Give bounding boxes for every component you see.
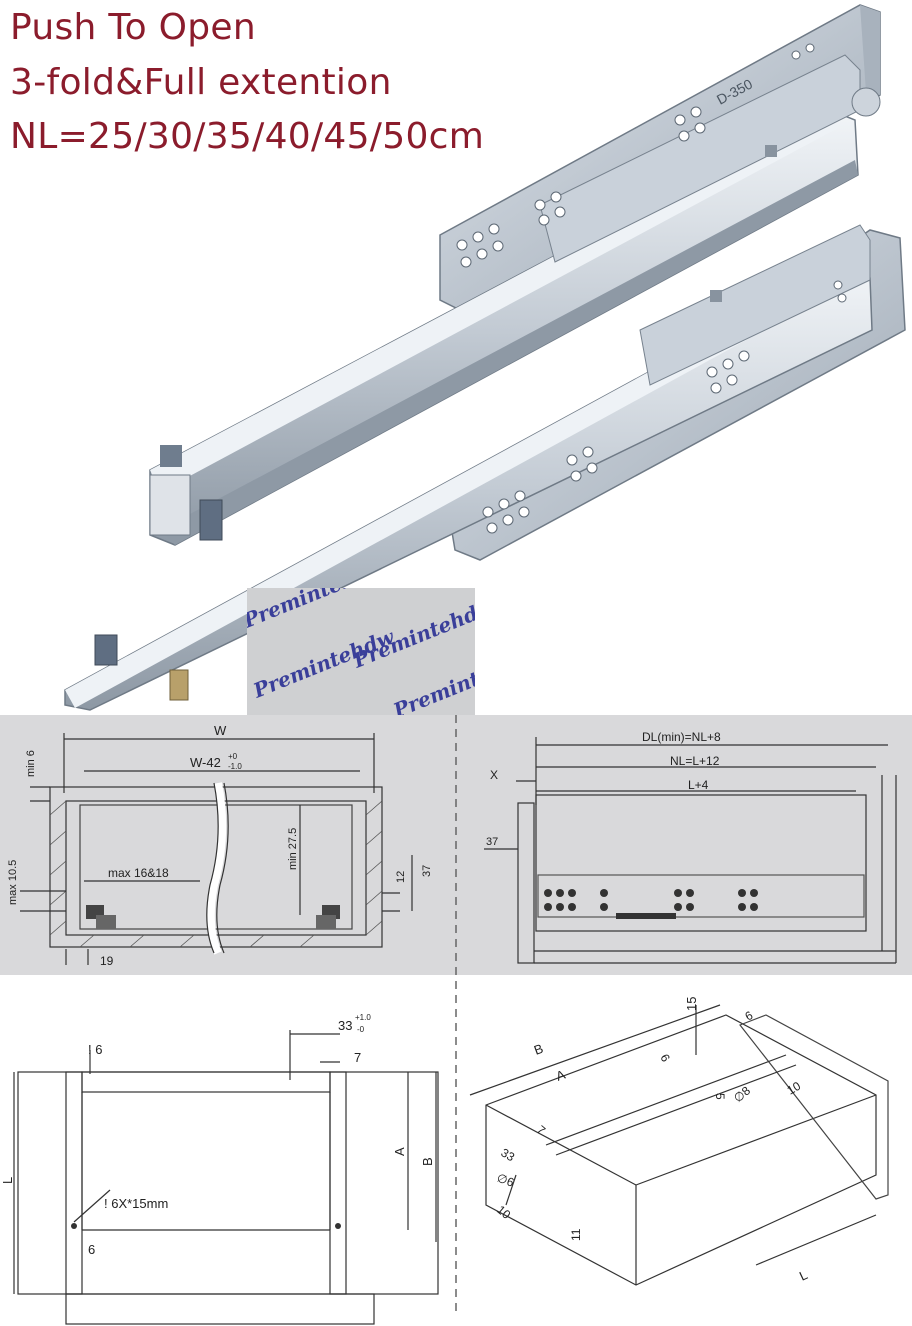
dim-33-tol-upper: +1.0 [355,1013,371,1022]
watermark-sticker: Premintehdw Premintehdw Premintehdw Prem… [239,554,538,723]
dim-x: X [490,768,498,782]
dim-6-bottom: 6 [88,1242,95,1257]
dim-w42: W-42 [190,755,221,770]
dim-a: A [392,1147,407,1156]
dim-37-side: 37 [486,836,498,848]
dim-7: 7 [354,1050,361,1065]
title-push-to-open: Push To Open [10,7,257,48]
dim-iso-10a: 10 [785,1079,804,1098]
dim-min6: min 6 [25,750,37,777]
dim-b: B [420,1157,435,1166]
dim-min275: min 27.5 [287,828,299,870]
dim-l4: L+4 [688,778,709,792]
dim-iso-d8: ∅8 [731,1083,753,1105]
dim-l: L [0,1177,15,1184]
dim-15: 15 [684,997,699,1011]
dim-33: 33 [338,1018,352,1033]
dim-19: 19 [100,954,114,968]
isometric-drawing: 15 B A 6 6 5 ∅8 10 7 33 ∅6 10 11 L [469,997,889,1286]
dim-dl: DL(min)=NL+8 [642,730,721,744]
dim-iso-l: L [797,1267,810,1284]
dim-iso-7: 7 [534,1123,548,1138]
bottom-view-drawing: ! 6 33 +1.0 -0 7 A B L ! 6X*15mm 6 [0,1013,439,1325]
title-nominal-lengths: NL=25/30/35/40/45/50cm [10,116,485,157]
dim-iso-10b: 10 [494,1203,513,1223]
dim-iso-11: 11 [569,1228,583,1241]
dim-w: W [214,723,227,738]
dim-iso-5: 5 [713,1093,727,1100]
dim-12: 12 [395,871,407,883]
dim-max105: max 10.5 [7,860,19,905]
watermark-graphic: Premintehdw Premintehdw Premintehdw Prem… [239,554,538,723]
cross-section-drawing: W W-42 +0 -1.0 min 6 max 10.5 min 27.5 m… [7,723,433,968]
dim-33-tol-lower: -0 [357,1025,365,1034]
dim-37: 37 [421,865,433,877]
title-extension: 3-fold&Full extention [10,62,392,103]
dim-w42-tol-upper: +0 [228,752,238,761]
dim-iso-b: B [532,1041,545,1058]
dim-iso-6a: 6 [657,1052,673,1065]
dim-iso-d6: ∅6 [495,1171,516,1190]
dim-iso-6b: 6 [743,1008,756,1024]
dim-nl: NL=L+12 [670,754,720,768]
dim-iso-33: 33 [499,1145,518,1164]
dim-6-top: ! 6 [88,1042,102,1057]
dim-w42-tol-lower: -1.0 [228,762,242,771]
upper-rail: D-350 [149,4,881,546]
dim-hole: ! 6X*15mm [104,1196,168,1211]
side-view-drawing: DL(min)=NL+8 NL=L+12 L+4 X 37 [484,730,897,964]
divider-line [455,715,457,1315]
watermark-text-1: Premintehdw [247,588,388,633]
dim-max1618: max 16&18 [108,866,169,880]
